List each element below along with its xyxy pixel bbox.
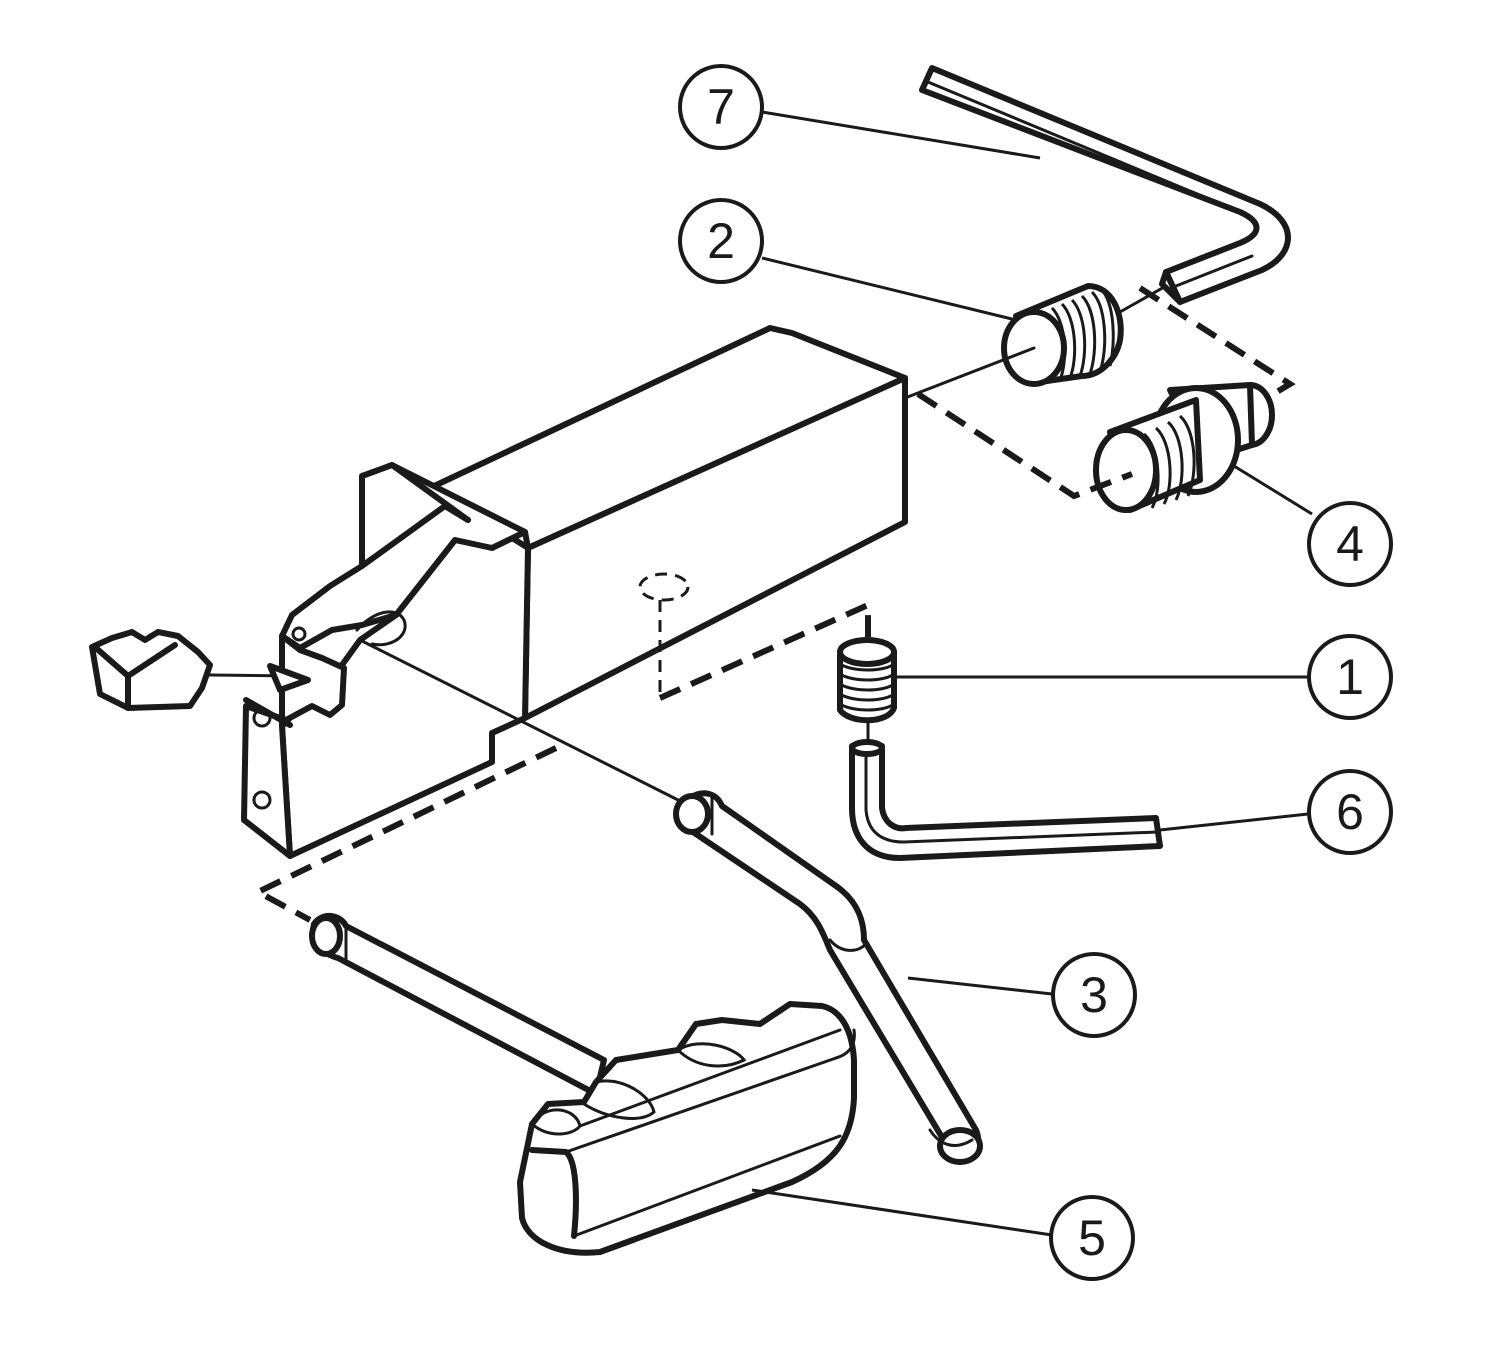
dashed-path-key-7	[1138, 285, 1296, 399]
callout-2: 2	[678, 198, 764, 284]
callout-4: 4	[1307, 501, 1393, 587]
threaded-pin-4	[1093, 382, 1275, 513]
callout-label: 2	[707, 213, 735, 269]
dashed-path-screw-1	[658, 600, 871, 701]
callout-label: 7	[707, 79, 735, 135]
tool-holder-body	[241, 325, 908, 859]
callout-label: 1	[1336, 649, 1364, 705]
axis-line-screw-2	[903, 346, 1036, 400]
callout-1: 1	[1307, 634, 1393, 720]
dashed-path-pin-4	[916, 391, 1134, 500]
callout-label: 6	[1336, 784, 1364, 840]
hex-key-large	[919, 65, 1291, 305]
callout-label: 4	[1336, 516, 1364, 572]
leader-4	[1233, 464, 1313, 516]
set-screw-2	[1001, 283, 1124, 387]
cutting-insert	[89, 629, 311, 711]
leader-3	[907, 976, 1053, 996]
bent-rod-3	[358, 638, 983, 1165]
axis-line-key-7	[1118, 284, 1168, 314]
mount-hole-lower	[252, 790, 272, 810]
callout-3: 3	[1051, 952, 1137, 1038]
callout-6: 6	[1307, 769, 1393, 855]
hex-key-small	[849, 739, 1163, 861]
leader-5	[751, 1188, 1053, 1237]
leader-2	[761, 256, 1017, 322]
mount-hole-upper	[252, 708, 272, 728]
dashed-path-handle-5	[251, 745, 558, 923]
hidden-hole	[638, 572, 690, 602]
leader-7	[761, 110, 1041, 160]
callout-5: 5	[1049, 1195, 1135, 1281]
leader-6	[1159, 812, 1309, 832]
callout-label: 3	[1080, 967, 1108, 1023]
axis-line-rod-3	[358, 638, 692, 808]
callout-7: 7	[678, 64, 764, 150]
callout-label: 5	[1078, 1210, 1106, 1266]
t-handle-5	[309, 913, 857, 1256]
set-screw-1	[837, 637, 897, 724]
